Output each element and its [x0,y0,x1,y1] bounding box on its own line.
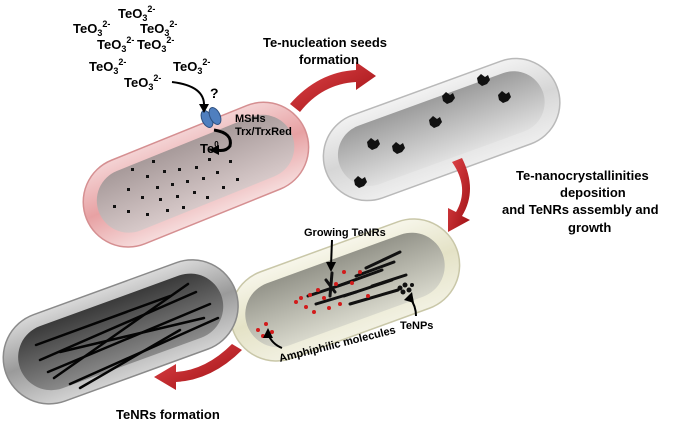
msh-label: MSHs [235,113,266,125]
ion-label: TeO32- [89,57,126,76]
te0-label: Te0 [200,140,219,156]
uptake-arrowhead [199,104,209,113]
ion-label: TeO32- [118,4,155,23]
growing-arrow [330,239,333,267]
deposition-line1: Te-nanocrystallinities [516,168,649,183]
seed-label-line1: Te-nucleation seeds [263,35,387,50]
amphiphilic-arrowhead [263,328,273,338]
ion-label: TeO32- [140,19,177,38]
arrow-step-2 [448,158,470,232]
arrow-step-1 [290,62,376,112]
deposition-line3: and TeNRs assembly and [502,202,659,217]
cell-3-tenps [397,282,414,295]
ion-label: TeO32- [73,19,110,38]
deposition-line4: growth [568,220,611,235]
cell-1 [82,101,310,248]
final-label: TeNRs formation [116,407,220,422]
trx-label: Trx/TrxRed [235,126,292,138]
growing-arrowhead [326,262,336,272]
ion-label: TeO32- [137,35,174,54]
question-mark: ? [210,85,219,101]
ion-label: TeO32- [173,57,210,76]
transporter-icon [200,107,222,128]
cell-2-nucleation-seeds [354,74,511,188]
seed-label-line2: formation [299,52,359,67]
cell-3-growing-nanorods [306,250,408,306]
tenps-label: TeNPs [400,320,433,332]
cell-3-amphiphilic-molecules [256,270,370,338]
uptake-arrow [171,81,206,107]
tellurite-ions: TeO32- TeO32- TeO32- TeO32- TeO32- TeO32… [73,4,210,92]
growing-label: Growing TeNRs [304,227,386,239]
ion-label: TeO32- [124,73,161,92]
deposition-line2: deposition [560,185,626,200]
ion-label: TeO32- [97,35,134,54]
arrow-step-3 [154,344,242,390]
cell-4-nanorods [34,282,220,390]
reduction-arrowhead [209,145,219,155]
tenps-arrowhead [404,292,414,303]
reduction-arrow [213,128,232,152]
cell-4 [2,259,239,405]
cell-1-te-particles [113,158,239,216]
